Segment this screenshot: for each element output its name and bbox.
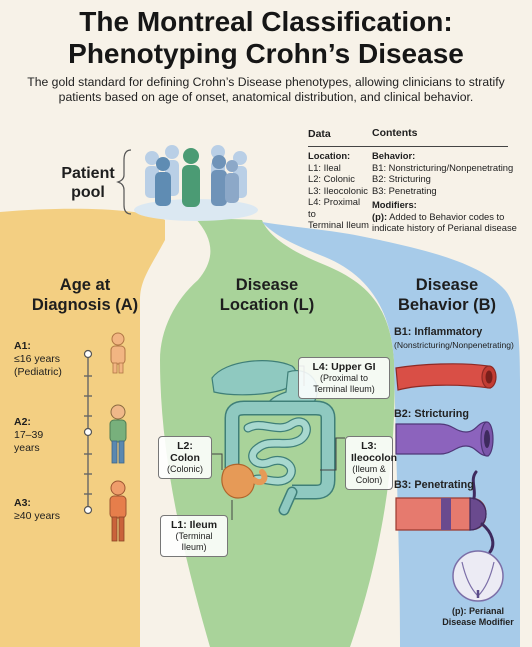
legend-col2-header: Contents [372,127,418,139]
location-title-line-1: Disease [235,276,299,294]
legend-location-item: L3: Ileocolonic [308,184,368,196]
location-l2-line-1: (Colonic) [166,464,203,474]
location-l1-line-1: (Terminal Ileum) [175,531,213,552]
behavior-b3-title: B3: Penetrating [394,479,474,491]
location-l1-title: L1: Ileum [170,519,218,531]
age-a2-line-1: 17–39 [14,429,44,441]
age-a2-code: A2: [14,416,31,428]
digestive-tract-illustration [211,360,336,516]
location-l3-title: L3: Ileocolon [351,440,398,464]
perianal-modifier-icon [452,550,504,602]
legend-location-item: L2: Colonic [308,173,355,184]
location-l3-line-1: (Ileum & [352,464,386,474]
age-title-line-1: Age at [59,276,111,294]
behavior-perianal-label: (p): Perianal Disease Modifier [428,606,528,628]
behavior-b2-title: B2: Stricturing [394,408,469,420]
page-subtitle: The gold standard for defining Crohn’s D… [27,75,505,104]
age-a3-label: A3: ≥40 years [14,497,60,523]
location-l4-line-1: (Proximal to [319,373,368,383]
behavior-b2-label: B2: Stricturing [394,408,524,421]
location-l4-line-2: Terminal Ileum) [313,384,375,394]
behavior-b1-label: B1: Inflammatory (Nonstricturing/Nonpene… [394,326,526,351]
age-a1-line-2: (Pediatric) [14,366,62,378]
patient-pool-brace [116,149,132,215]
behavior-column-title: Disease Behavior (B) [372,275,522,315]
older-adult-figure [109,480,127,542]
age-a2-label: A2: 17–39 years [14,416,43,455]
location-l3-box: L3: Ileocolon (Ileum & Colon) [345,436,398,490]
legend-location-item: Terminal Ileum [308,219,369,230]
location-title-line-2: Location (L) [219,296,315,314]
legend-col1-header: Data [308,128,331,140]
legend-behavior-title: Behavior: [372,150,416,161]
b2-stricturing-tube [395,421,494,457]
age-a3-code: A3: [14,497,31,509]
legend-behavior-item: B1: Nonstricturing/Nonpenetrating [372,161,514,173]
legend-modifier-line-2: indicate history of Perianal disease [372,222,517,233]
location-l2-box: L2: Colon (Colonic) [158,436,212,479]
location-column-title: Disease Location (L) [192,275,342,315]
location-l1-box: L1: Ileum (Terminal Ileum) [160,515,228,557]
location-l4-box: L4: Upper GI (Proximal to Terminal Ileum… [298,357,390,399]
age-column-title: Age at Diagnosis (A) [10,275,160,315]
behavior-b3-label: B3: Penetrating [394,479,524,492]
age-a1-line-1: ≤16 years [14,353,61,365]
legend-behavior-item: B2: Stricturing [372,173,431,184]
patient-pool-line-2: pool [71,184,105,201]
legend-behavior-block: Behavior: B1: Nonstricturing/Nonpenetrat… [372,150,532,234]
legend-behavior-item: B3: Penetrating [372,184,437,196]
behavior-title-line-1: Disease [415,276,479,294]
age-a1-label: A1: ≤16 years (Pediatric) [14,340,62,379]
location-l2-title: L2: Colon [170,440,200,464]
patient-pool-label: Patient pool [56,164,120,202]
legend-location-item: L1: Ileal [308,161,341,173]
age-title-line-2: Diagnosis (A) [31,296,139,314]
adult-figure [109,404,127,464]
location-l4-title: L4: Upper GI [312,361,376,373]
title-line-1: The Montreal Classification: [79,6,453,37]
behavior-title-line-2: Behavior (B) [397,296,497,314]
patient-pool-line-1: Patient [61,165,115,182]
legend-modifier-code: (p): [372,210,388,222]
legend-modifiers-title: Modifiers: [372,199,417,210]
legend-divider [308,146,508,147]
legend-location-title: Location: [308,150,351,161]
age-a1-code: A1: [14,340,31,352]
child-figure [110,332,126,374]
legend-modifier-text: Added to Behavior codes to [387,210,505,222]
location-l3-line-2: Colon) [355,475,383,485]
title-line-2: Phenotyping Crohn’s Disease [68,38,464,69]
b3-penetrating-tube [395,470,495,554]
behavior-band [262,222,520,647]
page-title: The Montreal Classification: Phenotyping… [0,6,532,70]
b1-inflamed-tube [395,363,497,391]
legend-modifier-line-1: (p): Added to Behavior codes to [372,211,532,223]
age-a2-line-2: years [14,442,40,454]
behavior-b1-sub: (Nonstricturing/Nonpenetrating) [394,340,514,350]
behavior-b1-title: B1: Inflammatory [394,326,483,338]
patient-people [145,145,247,207]
legend-location-block: Location: L1: Ileal L2: Colonic L3: Ileo… [308,150,370,231]
age-a3-line-1: ≥40 years [14,510,61,522]
legend-location-item: L4: Proximal to [308,196,361,219]
perianal-line-2: Disease Modifier [442,617,514,627]
perianal-line-1: (p): Perianal [451,606,504,616]
